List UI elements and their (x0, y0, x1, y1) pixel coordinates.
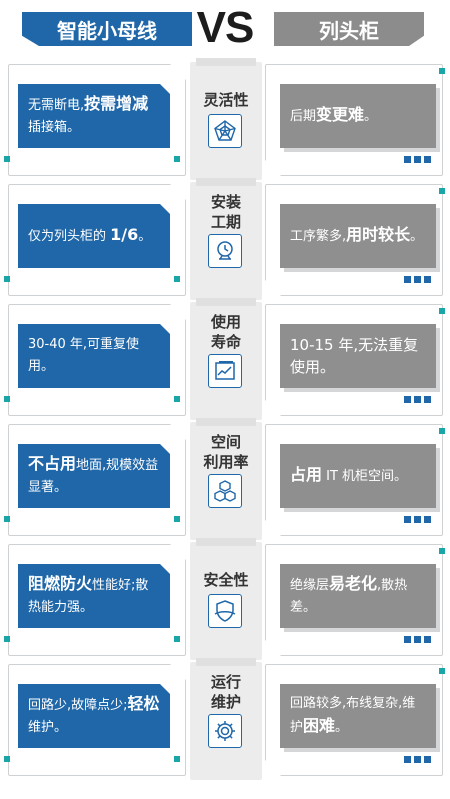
column-cabinet-title: 列头柜 (274, 12, 424, 46)
right-card-frame (265, 664, 443, 776)
left-advantage-box: 仅为列头柜的 1/6。 (18, 204, 170, 268)
corner-dot (174, 276, 180, 282)
left-advantage-box: 阻燃防火性能好;散热能力强。 (18, 564, 170, 628)
corner-dot (174, 756, 180, 762)
corner-dot (439, 308, 445, 314)
category-label: 使用寿命 (210, 313, 241, 351)
decor-squares (404, 756, 431, 763)
left-advantage-box: 不占用地面,规模效益显著。 (18, 444, 170, 508)
corner-dot (174, 396, 180, 402)
corner-dot (439, 188, 445, 194)
corner-dot (4, 276, 10, 282)
category-label: 安装工期 (210, 193, 241, 231)
cubes-icon (208, 474, 242, 508)
right-disadvantage-box: 10-15 年,无法重复使用。 (280, 324, 436, 388)
category-label: 空间利用率 (203, 433, 249, 471)
shield-icon (208, 594, 242, 628)
corner-dot (4, 756, 10, 762)
gear-icon (208, 714, 242, 748)
left-card-frame (8, 544, 186, 656)
corner-dot (4, 516, 10, 522)
right-card-frame (265, 184, 443, 296)
right-disadvantage-box: 工序繁多,用时较长。 (280, 204, 436, 268)
left-advantage-box: 30-40 年,可重复使用。 (18, 324, 170, 388)
left-advantage-box: 无需断电,按需增减插接箱。 (18, 84, 170, 148)
corner-dot (439, 668, 445, 674)
right-card-frame (265, 304, 443, 416)
decor-squares (404, 276, 431, 283)
right-disadvantage-box: 绝缘层易老化,散热差。 (280, 564, 436, 628)
left-card-frame (8, 664, 186, 776)
decor-squares (404, 396, 431, 403)
left-card-frame (8, 184, 186, 296)
decor-squares (404, 156, 431, 163)
category-label: 灵活性 (203, 91, 249, 109)
left-card-frame (8, 304, 186, 416)
right-disadvantage-box: 后期变更难。 (280, 84, 436, 148)
line-chart-icon (208, 354, 242, 388)
right-card-frame (265, 64, 443, 176)
pentagon-chart-icon (208, 114, 242, 148)
left-advantage-box: 回路少,故障点少;轻松维护。 (18, 684, 170, 748)
left-card-frame (8, 424, 186, 536)
decor-squares (404, 516, 431, 523)
right-disadvantage-box: 回路较多,布线复杂,维护困难。 (280, 684, 436, 748)
corner-dot (174, 636, 180, 642)
clock-icon (208, 234, 242, 268)
corner-dot (174, 516, 180, 522)
right-card-frame (265, 544, 443, 656)
corner-dot (4, 636, 10, 642)
right-card-frame (265, 424, 443, 536)
vs-label: VS (196, 3, 255, 52)
left-card-frame (8, 64, 186, 176)
corner-dot (439, 548, 445, 554)
decor-squares (404, 636, 431, 643)
corner-dot (439, 428, 445, 434)
corner-dot (174, 156, 180, 162)
corner-dot (4, 156, 10, 162)
category-label: 运行维护 (210, 673, 241, 711)
corner-dot (4, 396, 10, 402)
corner-dot (439, 68, 445, 74)
right-disadvantage-box: 占用 IT 机柜空间。 (280, 444, 436, 508)
category-label: 安全性 (203, 571, 249, 589)
smart-busway-title: 智能小母线 (22, 12, 192, 46)
